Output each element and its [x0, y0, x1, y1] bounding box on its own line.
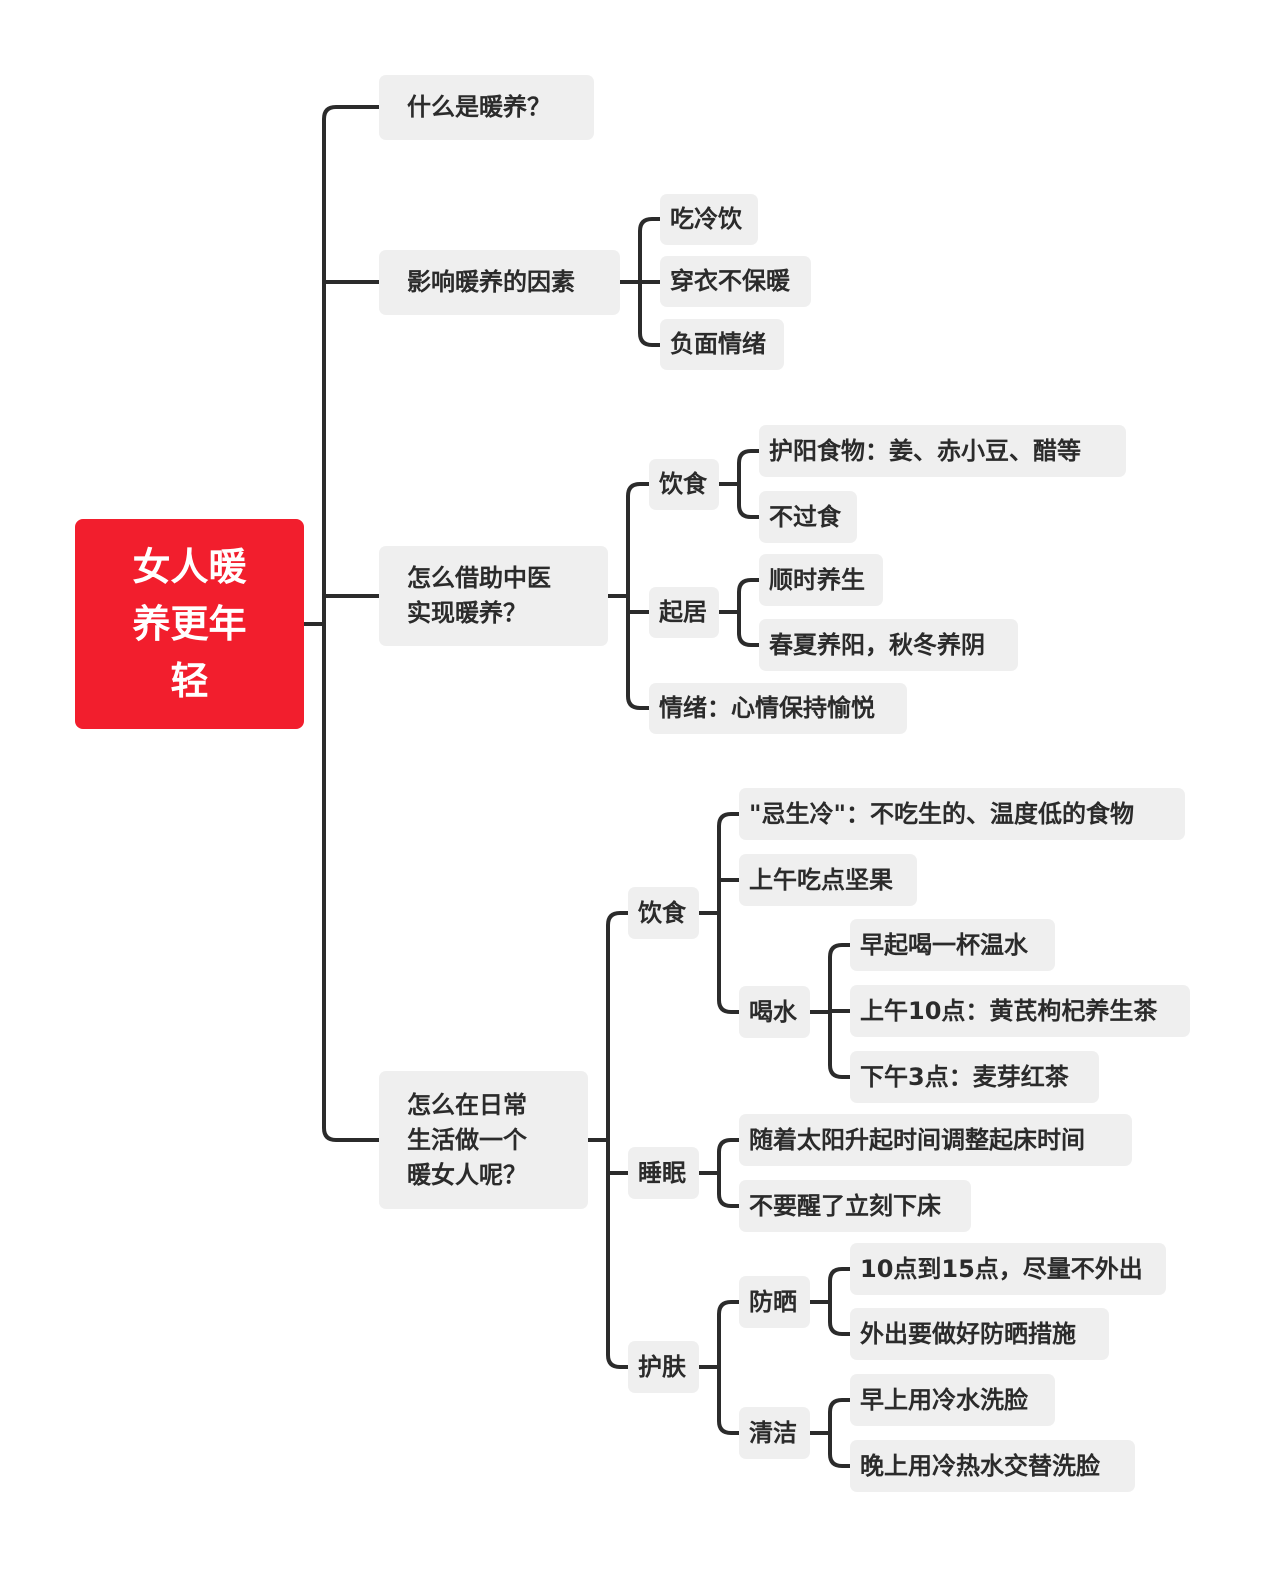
factor-cold-drinks[interactable]: 吃冷饮: [660, 194, 758, 245]
connector-tcm-trunk: [626, 482, 651, 710]
sun-stay-indoors[interactable]: 10点到15点，尽量不外出: [850, 1243, 1166, 1295]
connector-tcm-diet-trunk: [737, 449, 761, 519]
daily-skin[interactable]: 护肤: [628, 1341, 699, 1393]
tcm-diet-yang-food[interactable]: 护阳食物：姜、赤小豆、醋等: [759, 425, 1126, 477]
daily-diet[interactable]: 饮食: [628, 887, 699, 939]
connector-daily-diet-trunk: [717, 812, 741, 1014]
daily-sleep[interactable]: 睡眠: [628, 1147, 699, 1199]
topic-daily[interactable]: 怎么在日常 生活做一个 暖女人呢？: [379, 1071, 588, 1209]
clean-morning[interactable]: 早上用冷水洗脸: [850, 1374, 1055, 1426]
tcm-living[interactable]: 起居: [649, 587, 719, 638]
topic-factors[interactable]: 影响暖养的因素: [379, 250, 620, 315]
water-10am-tea[interactable]: 上午10点：黄芪枸杞养生茶: [850, 985, 1190, 1037]
connector-sleep-trunk: [717, 1138, 741, 1208]
connector-sun-trunk: [828, 1267, 852, 1336]
factor-clothing[interactable]: 穿衣不保暖: [660, 256, 811, 307]
root-topic[interactable]: 女人暖 养更年 轻: [75, 519, 304, 729]
water-morning[interactable]: 早起喝一杯温水: [850, 919, 1055, 971]
daily-diet-avoid-cold[interactable]: "忌生冷"：不吃生的、温度低的食物: [739, 788, 1185, 840]
connector-clean-trunk: [828, 1398, 852, 1468]
daily-water[interactable]: 喝水: [739, 986, 810, 1038]
connector-daily-trunk: [606, 911, 630, 1369]
skin-cleansing[interactable]: 清洁: [739, 1407, 810, 1459]
clean-evening[interactable]: 晚上用冷热水交替洗脸: [850, 1440, 1135, 1492]
connector-root-trunk: [322, 105, 381, 1142]
connector-tcm-living-trunk: [737, 578, 761, 647]
tcm-diet-no-overeat[interactable]: 不过食: [759, 491, 857, 543]
connector-skin-trunk: [717, 1300, 741, 1435]
skin-sunscreen[interactable]: 防晒: [739, 1276, 810, 1328]
daily-diet-nuts[interactable]: 上午吃点坚果: [739, 854, 917, 906]
topic-what-is-warm[interactable]: 什么是暖养？: [379, 75, 594, 140]
sleep-no-rush[interactable]: 不要醒了立刻下床: [739, 1180, 971, 1232]
sleep-wake-with-sun[interactable]: 随着太阳升起时间调整起床时间: [739, 1114, 1132, 1166]
topic-tcm[interactable]: 怎么借助中医 实现暖养？: [379, 546, 608, 646]
tcm-mood[interactable]: 情绪：心情保持愉悦: [649, 683, 907, 734]
factor-emotion[interactable]: 负面情绪: [660, 319, 784, 370]
sun-protection[interactable]: 外出要做好防晒措施: [850, 1308, 1109, 1360]
water-3pm-tea[interactable]: 下午3点：麦芽红茶: [850, 1051, 1099, 1103]
tcm-living-yin-yang[interactable]: 春夏养阳，秋冬养阴: [759, 619, 1018, 671]
tcm-living-seasonal[interactable]: 顺时养生: [759, 554, 883, 606]
tcm-diet[interactable]: 饮食: [649, 459, 719, 510]
